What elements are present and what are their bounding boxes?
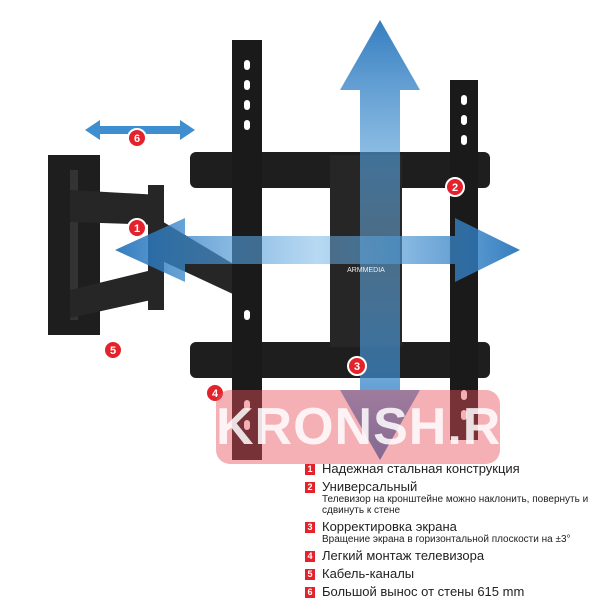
badge-6: 6 <box>134 133 140 145</box>
feature-number: 1 <box>305 464 315 475</box>
feature-item: 1 Надежная стальная конструкция <box>305 462 600 476</box>
feature-subtitle: Телевизор на кронштейне можно наклонить,… <box>322 494 589 516</box>
feature-title: Корректировка экрана <box>322 519 457 534</box>
feature-title: Легкий монтаж телевизора <box>322 548 485 563</box>
feature-title: Большой вынос от стены 615 mm <box>322 584 525 599</box>
feature-number: 2 <box>305 482 315 493</box>
horizontal-shift-arrow <box>115 218 520 282</box>
bottom-crossbar <box>190 342 490 378</box>
feature-subtitle: Вращение экрана в горизонтальной плоскос… <box>322 534 571 545</box>
feature-title: Универсальный <box>322 479 418 494</box>
badge-3: 3 <box>354 361 360 373</box>
feature-item: 4 Легкий монтаж телевизора <box>305 549 600 563</box>
badge-1: 1 <box>134 223 140 235</box>
badge-2: 2 <box>452 182 458 194</box>
feature-list: 1 Надежная стальная конструкция 2 Универ… <box>305 462 600 600</box>
feature-item: 2 Универсальный Телевизор на кронштейне … <box>305 480 600 516</box>
badge-5: 5 <box>110 345 116 357</box>
brand-logo: ARMMEDIA <box>347 267 385 274</box>
feature-item: 6 Большой вынос от стены 615 mm <box>305 585 600 599</box>
rail-holes <box>244 60 467 430</box>
feature-title: Надежная стальная конструкция <box>322 461 520 476</box>
feature-number: 6 <box>305 587 315 598</box>
watermark: KRONSH.RU <box>216 390 539 464</box>
number-badges: 1 2 3 4 5 6 <box>103 128 465 403</box>
feature-item: 5 Кабель-каналы <box>305 567 600 581</box>
badge-4: 4 <box>212 388 219 400</box>
feature-number: 3 <box>305 522 315 533</box>
feature-number: 5 <box>305 569 315 580</box>
feature-item: 3 Корректировка экрана Вращение экрана в… <box>305 520 600 545</box>
feature-number: 4 <box>305 551 315 562</box>
feature-title: Кабель-каналы <box>322 566 415 581</box>
